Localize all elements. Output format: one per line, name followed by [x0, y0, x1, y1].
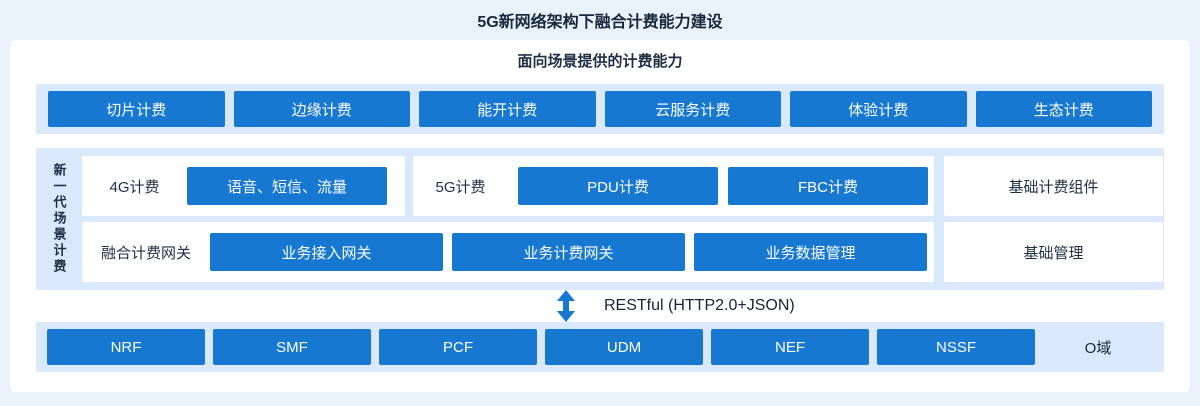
nf-node-smf: SMF — [213, 329, 371, 365]
nf-node-nssf: NSSF — [877, 329, 1035, 365]
restful-protocol-label: RESTful (HTTP2.0+JSON) — [604, 297, 795, 314]
vertical-double-arrow-icon — [557, 290, 575, 322]
nf-node-nrf: NRF — [47, 329, 205, 365]
group-4g-label: 4G计费 — [109, 178, 160, 196]
capability-node-open: 能开计费 — [419, 91, 596, 127]
capability-node-cloud: 云服务计费 — [604, 91, 781, 127]
node-service-billing-gateway: 业务计费网关 — [452, 233, 685, 271]
nf-node-pcf: PCF — [379, 329, 537, 365]
group-5g-box: 5G计费 PDU计费 FBC计费 — [413, 156, 934, 216]
scene-sidebar-label: 新一代场景计费 — [51, 163, 67, 275]
node-service-access-gateway: 业务接入网关 — [210, 233, 443, 271]
capability-strip: 切片计费 边缘计费 能开计费 云服务计费 体验计费 生态计费 — [36, 84, 1164, 134]
scene-main-area: 4G计费 语音、短信、流量 5G计费 PDU计费 FBC计费 融合计费网关 业务… — [82, 156, 934, 282]
nf-node-nef: NEF — [711, 329, 869, 365]
o-domain-label: O域 — [1084, 339, 1112, 357]
basic-billing-components-box: 基础计费组件 — [944, 156, 1163, 216]
scene-side-column: 基础计费组件 基础管理 — [944, 156, 1163, 282]
restful-connector: RESTful (HTTP2.0+JSON) — [10, 290, 1190, 322]
network-functions-strip: NRF SMF PCF UDM NEF NSSF O域 — [36, 322, 1164, 372]
capability-node-experience: 体验计费 — [790, 91, 967, 127]
capability-node-ecosystem: 生态计费 — [975, 91, 1152, 127]
group-5g-label: 5G计费 — [435, 178, 486, 196]
scene-billing-panel: 新一代场景计费 4G计费 语音、短信、流量 5G计费 PDU计费 FBC计费 融… — [36, 148, 1164, 290]
capability-node-slice: 切片计费 — [48, 91, 225, 127]
page-title: 5G新网络架构下融合计费能力建设 — [477, 14, 723, 31]
group-gateway-box: 融合计费网关 业务接入网关 业务计费网关 业务数据管理 — [82, 222, 934, 282]
group-gateway-label: 融合计费网关 — [100, 244, 191, 262]
capability-node-edge: 边缘计费 — [233, 91, 410, 127]
scene-row-billing: 4G计费 语音、短信、流量 5G计费 PDU计费 FBC计费 — [82, 156, 934, 216]
scene-sidebar: 新一代场景计费 — [36, 156, 82, 282]
diagram-container: 面向场景提供的计费能力 切片计费 边缘计费 能开计费 云服务计费 体验计费 生态… — [10, 40, 1190, 392]
node-voice-sms-data: 语音、短信、流量 — [187, 167, 387, 205]
nf-node-udm: UDM — [545, 329, 703, 365]
capability-section-title: 面向场景提供的计费能力 — [517, 53, 683, 70]
scene-row-gateway: 融合计费网关 业务接入网关 业务计费网关 业务数据管理 — [82, 222, 934, 282]
node-fbc-billing: FBC计费 — [728, 167, 928, 205]
group-4g-box: 4G计费 语音、短信、流量 — [82, 156, 405, 216]
basic-management-box: 基础管理 — [944, 222, 1163, 282]
node-service-data-management: 业务数据管理 — [694, 233, 927, 271]
node-pdu-billing: PDU计费 — [518, 167, 718, 205]
